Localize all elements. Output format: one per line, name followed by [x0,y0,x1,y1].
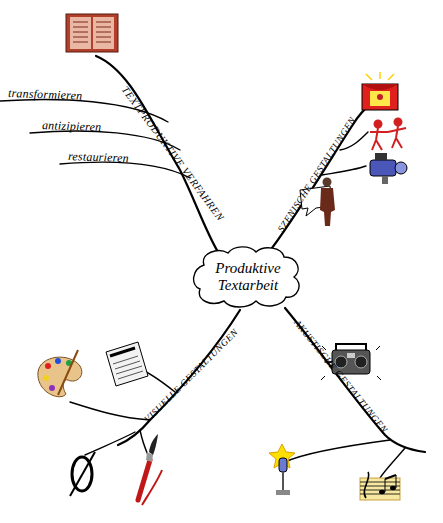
branch-label: TEXTPRODUKTIVE VERFAHREN [120,84,227,223]
sub-branch-label: transformieren [8,86,83,104]
sub-branch-label: antizipieren [42,118,102,135]
sub-branch-label: restaurieren [68,149,129,166]
node-title: Produktive Textarbeit [206,260,290,294]
central-cloud: Produktive Textarbeit [190,243,306,311]
branch-label: SZENISCHE GESTALTUNGEN [276,115,358,234]
branch-label: VISUELLE GESTALTUNGEN [142,327,240,425]
branch-label: AKUSTISCHE GESTALTUNGEN [292,318,389,435]
